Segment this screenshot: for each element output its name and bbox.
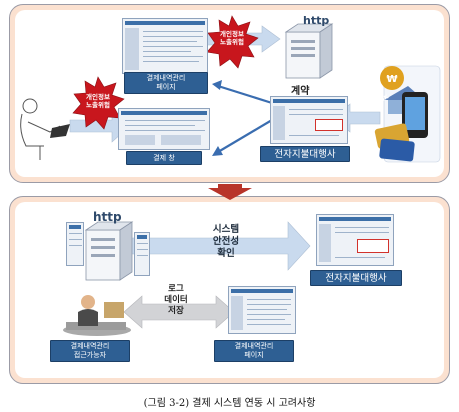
server-top <box>284 23 334 79</box>
warning-left-line1: 개인정보 <box>86 93 110 101</box>
warning-top-line2: 노출위험 <box>220 38 244 46</box>
log-data-text: 로그 데이터 저장 <box>156 284 196 317</box>
warning-star-left <box>72 76 125 130</box>
pg-thumbnail-bottom <box>316 214 394 266</box>
warning-star-top <box>206 15 259 69</box>
user-silhouette <box>20 98 61 160</box>
accessor-box: 결제내역관리 접근가능자 <box>50 340 130 362</box>
settlement-page-box-bottom: 결제내역관리 페이지 <box>214 340 294 362</box>
pg-to-settlement-arrow <box>217 84 273 105</box>
log-line2: 데이터 <box>164 295 188 305</box>
pg-box-top-label: 전자지불대행사 <box>274 148 336 160</box>
server-bottom <box>84 221 134 281</box>
payment-window-box-label: 결제 창 <box>153 153 175 162</box>
warning-top-line1: 개인정보 <box>220 30 244 38</box>
bank-cards-image: ₩ <box>374 65 441 163</box>
payment-window-box: 결제 창 <box>126 151 202 165</box>
accessor-box-line2: 접근가능자 <box>73 351 107 359</box>
down-arrow <box>208 184 252 200</box>
laptop-icon <box>50 124 70 138</box>
settlement-page-thumbnail-bottom <box>228 286 296 334</box>
log-line1: 로그 <box>168 284 184 294</box>
system-check-line2: 안전성 <box>212 236 240 247</box>
pg-thumbnail-top <box>270 96 348 144</box>
payment-window-thumbnail <box>118 108 210 150</box>
system-check-text: 시스템 안전성 확인 <box>196 224 256 260</box>
server-doc-left <box>66 222 84 266</box>
http-label-top: http <box>303 14 330 27</box>
warning-left-line2: 노출위험 <box>86 101 110 109</box>
system-check-line3: 확인 <box>217 248 235 259</box>
svg-text:₩: ₩ <box>386 74 397 85</box>
log-line3: 저장 <box>168 306 184 316</box>
http-label-bottom: http <box>93 210 122 224</box>
server-doc-right <box>134 232 150 276</box>
settlement-page-box-bottom-line1: 결제내역관리 <box>234 342 274 350</box>
warning-left-text: 개인정보 노출위험 <box>80 93 116 109</box>
settlement-page-box-bottom-line2: 페이지 <box>244 351 264 359</box>
pg-to-payment-arrow <box>217 119 273 153</box>
settlement-page-box: 결제내역관리 페이지 <box>124 72 208 94</box>
accessor-box-line1: 결제내역관리 <box>70 342 110 350</box>
settlement-page-thumbnail <box>122 18 208 74</box>
pg-box-top: 전자지불대행사 <box>260 146 350 162</box>
warning-top-text: 개인정보 노출위험 <box>214 30 250 46</box>
pg-box-bottom-label: 전자지불대행사 <box>325 272 387 284</box>
contract-label: 계약 <box>291 86 310 97</box>
figure-caption: (그림 3-2) 결제 시스템 연동 시 고려사항 <box>143 398 316 409</box>
system-check-arrow <box>129 221 311 271</box>
settlement-page-box-line2: 페이지 <box>156 83 176 91</box>
system-check-line1: 시스템 <box>212 224 240 235</box>
accessor-person-image <box>63 295 131 336</box>
settlement-page-box-line1: 결제내역관리 <box>146 74 186 82</box>
pg-box-bottom: 전자지불대행사 <box>310 270 402 286</box>
